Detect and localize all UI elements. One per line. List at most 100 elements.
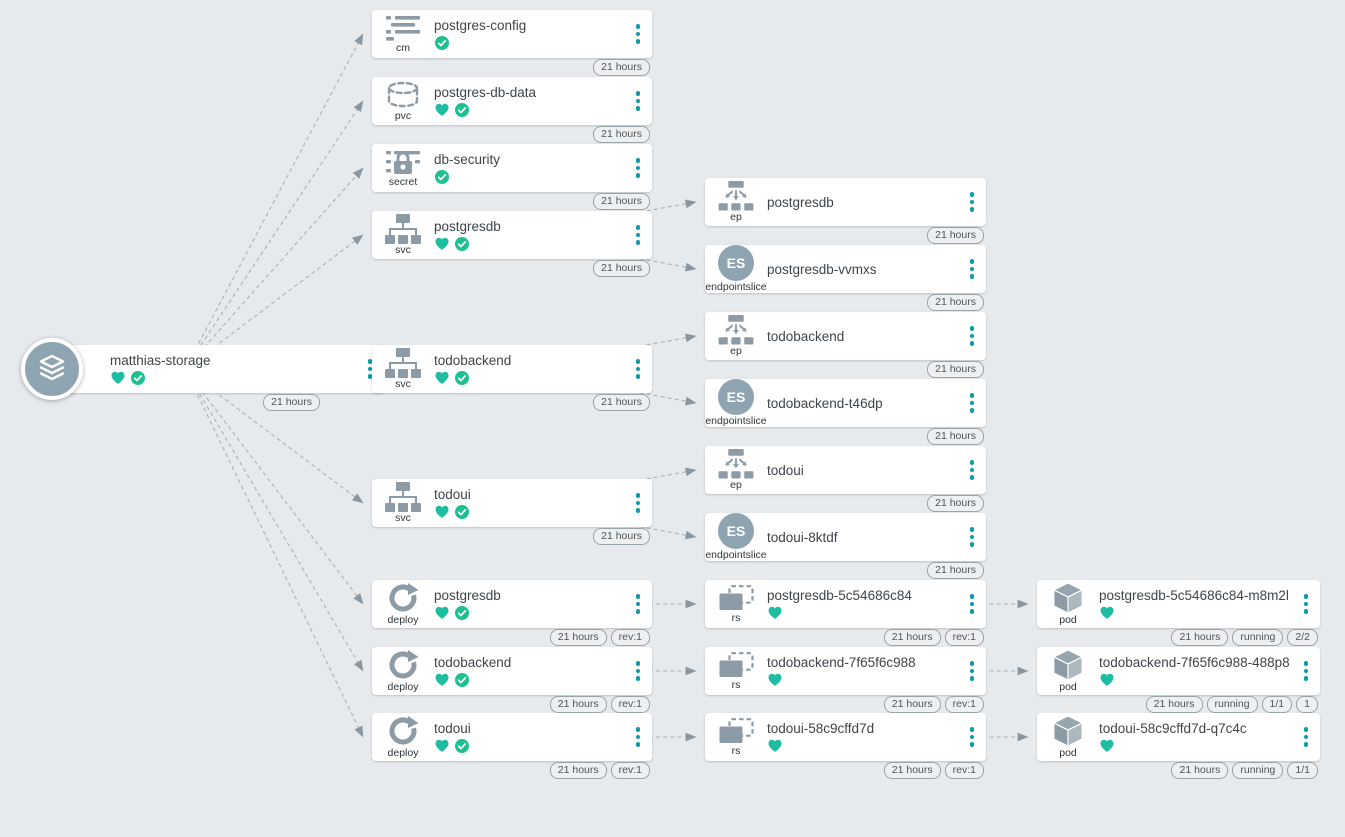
node-meta: postgresdb — [434, 219, 628, 252]
node-svc-todoui[interactable]: svc todoui — [372, 479, 652, 527]
node-badge: 21 hours — [593, 394, 650, 411]
status-icons — [767, 738, 958, 754]
node-badge: 21 hours — [593, 126, 650, 143]
status-icons — [434, 738, 624, 754]
node-deploy-todoui[interactable]: deploy todoui — [372, 713, 652, 761]
node-pod-todoui[interactable]: pod todoui-58c9cffd7d-q7c4c — [1037, 713, 1320, 761]
node-deploy-todobackend[interactable]: deploy todobackend — [372, 647, 652, 695]
node-es-todoui-8ktdf[interactable]: ES endpointslice todoui-8ktdf — [705, 513, 986, 561]
kebab-menu-icon[interactable] — [962, 588, 987, 620]
kebab-menu-icon[interactable] — [628, 487, 653, 519]
kebab-menu-icon[interactable] — [628, 85, 653, 117]
endpointslice-icon: ES — [718, 245, 754, 281]
node-ep-todoui[interactable]: ep todoui — [705, 446, 986, 494]
node-rs-todobackend[interactable]: rs todobackend-7f65f6c988 — [705, 647, 986, 695]
node-app[interactable]: matthias-storage — [48, 345, 384, 393]
kind-label: pod — [1059, 681, 1077, 693]
healthy-heart-icon — [767, 605, 783, 621]
synced-check-icon — [434, 35, 450, 51]
kebab-menu-icon[interactable] — [962, 454, 987, 486]
kebab-menu-icon[interactable] — [962, 521, 987, 553]
node-cm-postgres-config[interactable]: cm postgres-config — [372, 10, 652, 58]
node-badges: 21 hours — [927, 562, 984, 579]
kind-icon-column: secret — [372, 148, 434, 188]
node-svc-todobackend[interactable]: svc todobackend — [372, 345, 652, 393]
kind-icon-column: rs — [705, 584, 767, 624]
node-badge: 21 hours — [1171, 762, 1229, 779]
kebab-menu-icon[interactable] — [962, 655, 987, 687]
node-badges: 21 hours — [593, 394, 650, 411]
kebab-menu-icon[interactable] — [962, 186, 987, 218]
node-badge: 21 hours — [927, 227, 984, 244]
node-badge: 21 hours — [927, 294, 984, 311]
kebab-menu-icon[interactable] — [962, 320, 987, 352]
healthy-heart-icon — [434, 738, 450, 754]
node-meta: todobackend-7f65f6c988 — [767, 655, 962, 688]
status-icons — [434, 169, 624, 185]
node-badge: rev:1 — [610, 762, 650, 779]
healthy-heart-icon — [110, 370, 126, 386]
kebab-menu-icon[interactable] — [962, 721, 987, 753]
kebab-menu-icon[interactable] — [628, 18, 653, 50]
node-deploy-postgresdb[interactable]: deploy postgresdb — [372, 580, 652, 628]
node-badge: 21 hours — [593, 528, 650, 545]
node-name: postgres-db-data — [434, 84, 537, 100]
node-badge: rev:1 — [944, 629, 984, 646]
kind-label: deploy — [387, 681, 419, 693]
node-pvc-postgres-db-data[interactable]: pvc postgres-db-data — [372, 77, 652, 125]
kebab-menu-icon[interactable] — [628, 152, 653, 184]
node-ep-todobackend[interactable]: ep todobackend — [705, 312, 986, 360]
node-es-todobackend-t46dp[interactable]: ES endpointslice todobackend-t46dp — [705, 379, 986, 427]
node-meta: postgresdb-5c54686c84-m8m2l — [1099, 588, 1296, 621]
node-secret-db-security[interactable]: secret db-security — [372, 144, 652, 192]
kebab-menu-icon[interactable] — [628, 219, 653, 251]
node-badge: 21 hours — [927, 562, 984, 579]
kebab-menu-icon[interactable] — [1296, 588, 1321, 620]
node-name: todoui-8ktdf — [767, 529, 838, 545]
kebab-menu-icon[interactable] — [360, 353, 385, 385]
kind-label: svc — [395, 244, 411, 256]
status-icons — [434, 35, 624, 51]
node-es-postgresdb-vvmxs[interactable]: ES endpointslice postgresdb-vvmxs — [705, 245, 986, 293]
node-pod-postgresdb[interactable]: pod postgresdb-5c54686c84-m8m2l — [1037, 580, 1320, 628]
kebab-menu-icon[interactable] — [1296, 655, 1321, 687]
kind-label: ep — [730, 211, 742, 223]
healthy-heart-icon — [434, 102, 450, 118]
node-meta: db-security — [434, 152, 628, 185]
node-meta: todobackend-t46dp — [767, 396, 962, 411]
node-badge: 1/1 — [1287, 762, 1318, 779]
node-name: postgres-config — [434, 17, 527, 33]
node-badges: 21 hours — [927, 428, 984, 445]
node-badges: 21 hours — [927, 227, 984, 244]
kebab-menu-icon[interactable] — [962, 253, 987, 285]
kind-icon-column: svc — [372, 214, 434, 256]
healthy-heart-icon — [434, 672, 450, 688]
endpoints-icon — [718, 181, 754, 211]
kebab-menu-icon[interactable] — [628, 721, 653, 753]
node-rs-postgresdb[interactable]: rs postgresdb-5c54686c84 — [705, 580, 986, 628]
node-rs-todoui[interactable]: rs todoui-58c9cffd7d — [705, 713, 986, 761]
kebab-menu-icon[interactable] — [1296, 721, 1321, 753]
kebab-menu-icon[interactable] — [628, 588, 653, 620]
kind-icon-column: ep — [705, 181, 767, 223]
kind-icon-column: deploy — [372, 715, 434, 759]
kind-label: svc — [395, 512, 411, 524]
kebab-menu-icon[interactable] — [628, 353, 653, 385]
healthy-heart-icon — [767, 738, 783, 754]
healthy-heart-icon — [434, 605, 450, 621]
node-ep-postgresdb[interactable]: ep postgresdb — [705, 178, 986, 226]
edge-line — [184, 368, 364, 605]
service-icon — [385, 214, 421, 244]
kind-label: ep — [730, 345, 742, 357]
node-svc-postgresdb[interactable]: svc postgresdb — [372, 211, 652, 259]
node-pod-todobackend[interactable]: pod todobackend-7f65f6c988-488p8 — [1037, 647, 1320, 695]
status-icons — [767, 605, 958, 621]
synced-check-icon — [454, 738, 470, 754]
kebab-menu-icon[interactable] — [962, 387, 987, 419]
kebab-menu-icon[interactable] — [628, 655, 653, 687]
node-name: postgresdb-5c54686c84-m8m2l — [1099, 587, 1289, 603]
node-badge: running — [1232, 762, 1284, 779]
